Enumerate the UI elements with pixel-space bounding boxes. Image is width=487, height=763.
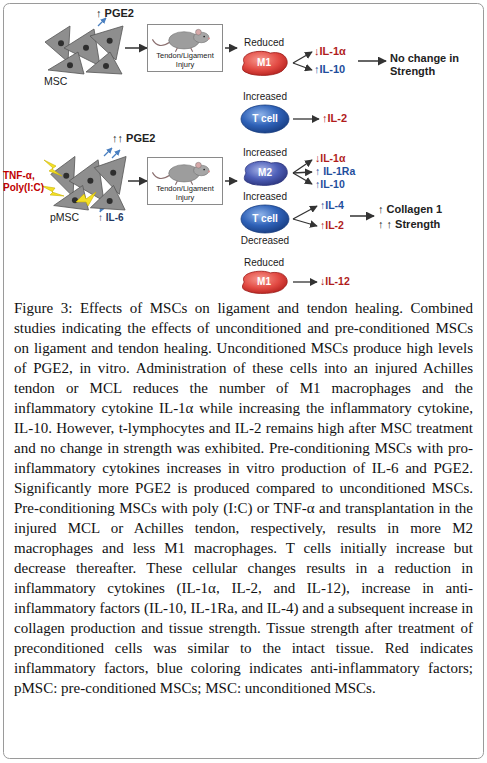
cell-nucleus	[63, 173, 69, 179]
cell-nucleus	[103, 63, 109, 69]
secretion-arrow	[104, 148, 112, 156]
node-outline	[46, 152, 128, 210]
stem-cell-shape	[48, 52, 84, 74]
t-cell: IncreasedDecreasedT cell	[240, 204, 290, 234]
macrophage-cell: IncreasedM2	[240, 160, 290, 186]
cytokine-label: ↓IL-12	[320, 275, 375, 287]
cytokine-label: ↓IL-1α	[315, 152, 370, 164]
secretion-arrow	[112, 150, 120, 158]
cytokine-label: ↑IL-10	[314, 63, 364, 76]
figure-border	[4, 4, 484, 759]
cell-nucleus	[72, 197, 78, 203]
cell-nucleus	[110, 170, 116, 176]
flow-arrow	[128, 180, 147, 182]
cluster-label: MSC	[44, 75, 67, 87]
secretion-label: ↑↑ PGE2	[112, 132, 172, 145]
box-label: Tendon/Ligament Injury	[148, 184, 222, 202]
stem-cell-shape	[51, 156, 75, 196]
cell-cluster: pMSC	[46, 152, 128, 210]
effect-line	[293, 52, 312, 63]
t-cell-shape	[241, 205, 289, 233]
effect-line	[293, 172, 312, 173]
secretion-arrow	[98, 18, 106, 26]
box-label: Tendon/Ligament Injury	[148, 51, 222, 69]
outcome-label: ↑ ↑ Strength	[378, 218, 478, 231]
cell-cluster: MSC	[40, 22, 125, 74]
change-heading: Reduced	[218, 37, 310, 49]
cell-nucleus	[67, 62, 73, 68]
stem-cell-shape	[86, 52, 122, 74]
process-box: Tendon/Ligament Injury	[147, 157, 223, 205]
flow-arrow	[358, 60, 386, 62]
macrophage-cell: ReducedM1	[238, 50, 290, 76]
cell-nucleus	[58, 40, 64, 46]
change-heading: Increased	[220, 191, 310, 203]
change-heading: Increased	[220, 91, 310, 103]
cell-nucleus	[87, 178, 93, 184]
mouse-illustration	[152, 162, 210, 185]
cytokine-label: ↑IL-4	[320, 199, 370, 211]
secretion-label: ↑ PGE2	[96, 7, 156, 20]
stem-cell-shape	[45, 26, 70, 62]
change-heading: Decreased	[220, 235, 310, 247]
stimulus-label: TNF-α, Poly(I:C)	[3, 170, 51, 193]
cell-label: M1	[238, 270, 290, 294]
flow-arrow	[225, 47, 237, 49]
cytokine-label: ↓IL-1α	[314, 45, 364, 58]
cytokine-label: ↑IL-2	[320, 219, 370, 231]
mouse-illustration	[152, 29, 210, 52]
effect-line	[293, 219, 317, 226]
cluster-label: pMSC	[50, 211, 79, 223]
stem-cell-shape	[90, 185, 125, 210]
stimulus-bolt	[44, 160, 62, 176]
flow-arrow	[125, 47, 147, 49]
flow-arrow	[350, 215, 374, 217]
cell-nucleus	[107, 38, 113, 44]
outcome-label: No change in Strength	[390, 52, 462, 77]
stimulus-bolt	[42, 186, 64, 196]
change-heading: Reduced	[218, 257, 310, 269]
cell-nucleus	[83, 45, 89, 51]
secretion-label: ↑ IL-6	[98, 212, 148, 224]
effect-line	[293, 160, 312, 173]
cytokine-label: ↑ IL-1Ra	[315, 165, 370, 177]
effect-line	[293, 118, 319, 119]
effect-line	[293, 173, 312, 184]
macrophage-cell: ReducedM1	[238, 270, 290, 294]
cell-label: T cell	[240, 204, 290, 234]
effect-line	[293, 206, 317, 219]
cell-label: T cell	[240, 104, 290, 134]
cell-label: M1	[238, 50, 290, 76]
stimulus-bolt	[76, 192, 96, 206]
cytokine-label: ↑IL-2	[322, 112, 372, 125]
process-box: Tendon/Ligament Injury	[147, 24, 223, 72]
cytokine-label: ↑IL-10	[315, 178, 370, 190]
change-heading: Increased	[220, 147, 310, 159]
t-cell-shape	[241, 105, 289, 133]
outcome-label: ↑ Collagen 1	[378, 203, 478, 216]
effect-line	[293, 281, 317, 282]
node-outline	[40, 22, 125, 74]
effect-line	[293, 63, 312, 70]
cell-label: M2	[240, 160, 290, 186]
figure-caption: Figure 3: Effects of MSCs on ligament an…	[14, 298, 473, 698]
cell-nucleus	[107, 198, 113, 204]
t-cell: IncreasedT cell	[240, 104, 290, 134]
flow-arrow	[225, 180, 237, 182]
